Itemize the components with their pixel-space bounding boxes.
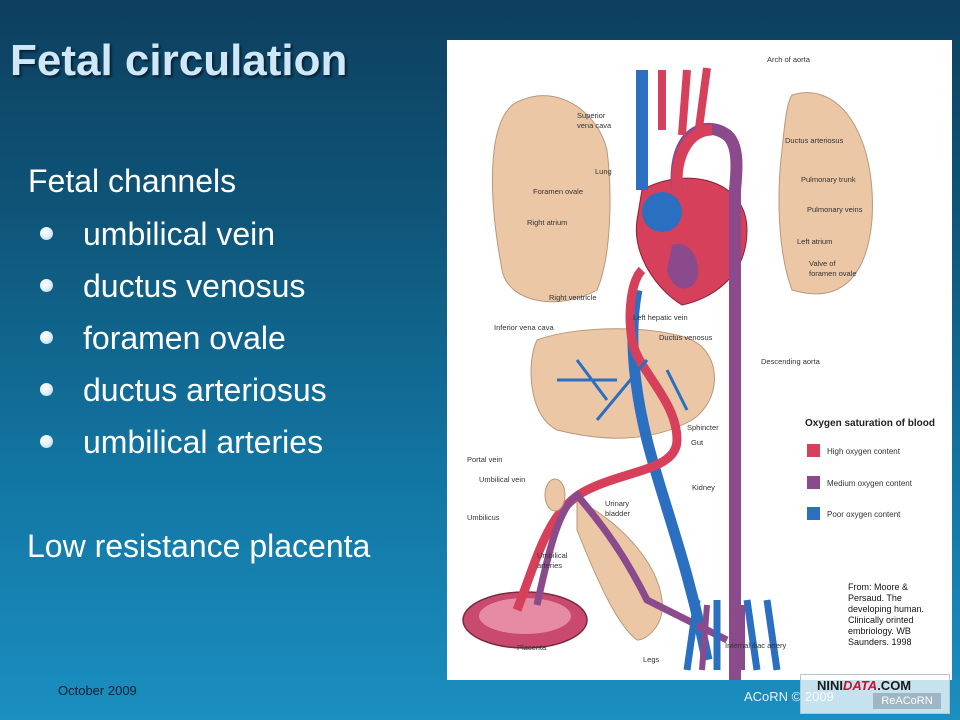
legend-swatch-medium bbox=[807, 476, 820, 489]
left-lung bbox=[491, 95, 611, 303]
right-lung bbox=[778, 92, 873, 295]
source-citation: From: Moore & Persaud. The developing hu… bbox=[848, 582, 925, 647]
label-foramen-ovale: Foramen ovale bbox=[533, 187, 583, 196]
label-ivc: Inferior vena cava bbox=[494, 323, 554, 332]
label-right-atrium: Right atrium bbox=[527, 218, 567, 227]
umbilicus bbox=[544, 478, 566, 512]
label-svc-1: Superior bbox=[577, 111, 606, 120]
bullet-dot-icon bbox=[40, 383, 53, 396]
fetal-circulation-diagram: Arch of aorta Superior vena cava Lung Du… bbox=[447, 40, 952, 680]
legend-title: Oxygen saturation of blood bbox=[805, 418, 935, 429]
watermark-site: NINIDATA.COM bbox=[817, 678, 912, 693]
label-kidney: Kidney bbox=[692, 483, 715, 492]
legend-item-high: High oxygen content bbox=[827, 447, 901, 456]
label-arch: Arch of aorta bbox=[767, 55, 811, 64]
bullet-dot-icon bbox=[40, 331, 53, 344]
legend-swatch-low bbox=[807, 507, 820, 520]
label-bladder-1: Urinary bbox=[605, 499, 629, 508]
slide-subtitle: Fetal channels bbox=[28, 163, 237, 199]
label-pulmonary-veins: Pulmonary veins bbox=[807, 205, 863, 214]
label-valve-2: foramen ovale bbox=[809, 269, 857, 278]
legend-item-medium: Medium oxygen content bbox=[827, 479, 913, 488]
bullet-dot-icon bbox=[40, 227, 53, 240]
label-legs: Legs bbox=[643, 655, 660, 664]
label-umbilicus: Umbilicus bbox=[467, 513, 500, 522]
label-bladder-2: bladder bbox=[605, 509, 631, 518]
label-portal-vein: Portal vein bbox=[467, 455, 502, 464]
umbilical-arteries bbox=[533, 490, 729, 644]
label-placenta: Placenta bbox=[517, 643, 547, 652]
label-ductus-venosus: Ductus venosus bbox=[659, 333, 713, 342]
bullet-dot-icon bbox=[40, 279, 53, 292]
bullet-dot-icon bbox=[40, 435, 53, 448]
legend-item-low: Poor oxygen content bbox=[827, 510, 901, 519]
slide-title: Fetal circulation bbox=[10, 36, 348, 85]
label-right-ventricle: Right ventricle bbox=[549, 293, 597, 302]
label-left-atrium: Left atrium bbox=[797, 237, 832, 246]
label-umbilical-arteries-1: Umbilical bbox=[537, 551, 568, 560]
closing-statement: Low resistance placenta bbox=[27, 528, 371, 564]
label-left-hepatic-vein: Left hepatic vein bbox=[633, 313, 688, 322]
footer-date: October 2009 bbox=[58, 683, 137, 698]
umbilical-vein bbox=[512, 266, 682, 612]
label-lung: Lung bbox=[595, 167, 612, 176]
label-umbilical-vein: Umbilical vein bbox=[479, 475, 525, 484]
bladder bbox=[576, 499, 663, 641]
watermark-logo: ReACoRN bbox=[873, 693, 941, 709]
liver bbox=[530, 328, 715, 439]
diagram-svg: Arch of aorta Superior vena cava Lung Du… bbox=[462, 55, 935, 680]
watermark: NINIDATA.COM ReACoRN bbox=[800, 674, 950, 714]
label-sphincter: Sphincter bbox=[687, 423, 719, 432]
label-umbilical-arteries-2: arteries bbox=[537, 561, 562, 570]
legend-swatch-high bbox=[807, 444, 820, 457]
label-ductus-arteriosus: Ductus arteriosus bbox=[785, 136, 844, 145]
label-valve-1: Valve of bbox=[809, 259, 836, 268]
label-pulmonary-trunk: Pulmonary trunk bbox=[801, 175, 856, 184]
label-gut: Gut bbox=[691, 438, 704, 447]
label-internal-iliac: Internal iliac artery bbox=[725, 641, 787, 650]
label-svc-2: vena cava bbox=[577, 121, 612, 130]
label-descending-aorta: Descending aorta bbox=[761, 357, 821, 366]
